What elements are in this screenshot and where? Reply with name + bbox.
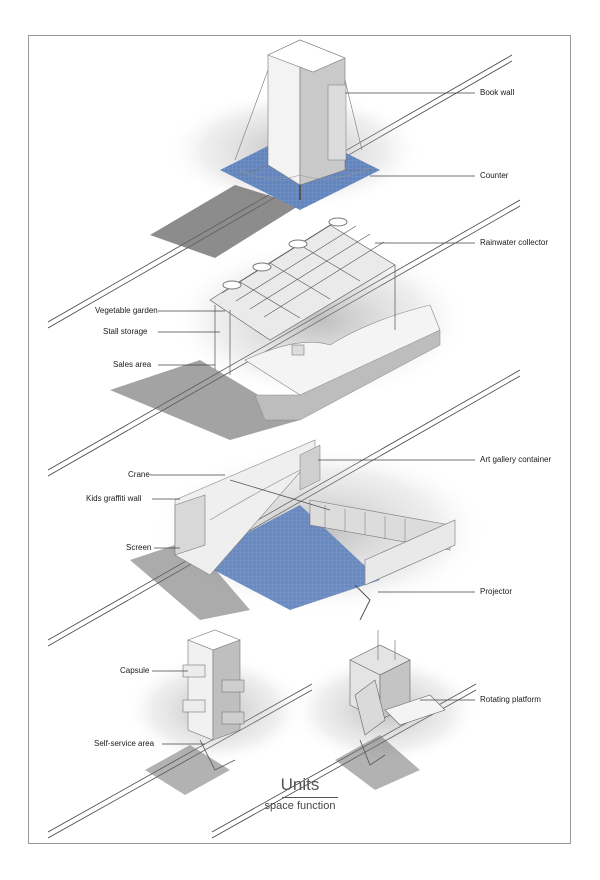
drawing-subtitle: space function xyxy=(264,800,336,812)
label-counter: Counter xyxy=(480,171,509,180)
unit-market xyxy=(110,217,470,440)
label-kids-graffiti-wall: Kids graffiti wall xyxy=(86,494,142,503)
label-capsule: Capsule xyxy=(120,666,150,675)
label-screen: Screen xyxy=(126,543,152,552)
label-self-service-area: Self-service area xyxy=(94,739,155,748)
label-art-gallery-container: Art gallery container xyxy=(480,455,552,464)
label-rainwater-collector: Rainwater collector xyxy=(480,238,549,247)
unit-cinema xyxy=(130,439,490,621)
unit-capsule-tower xyxy=(125,629,305,795)
unit-rotating-platform xyxy=(290,630,480,790)
label-sales-area: Sales area xyxy=(113,360,152,369)
leader-lines xyxy=(150,92,475,745)
drawing-title: Units xyxy=(280,775,320,794)
label-rotating-platform: Rotating platform xyxy=(480,695,541,704)
label-crane: Crane xyxy=(128,470,150,479)
label-book-wall: Book wall xyxy=(480,88,515,97)
label-projector: Projector xyxy=(480,587,513,596)
label-stall-storage: Stall storage xyxy=(103,327,148,336)
title-divider xyxy=(282,797,338,798)
unit-book-tower xyxy=(150,39,425,258)
label-vegetable-garden: Vegetable garden xyxy=(95,306,158,315)
